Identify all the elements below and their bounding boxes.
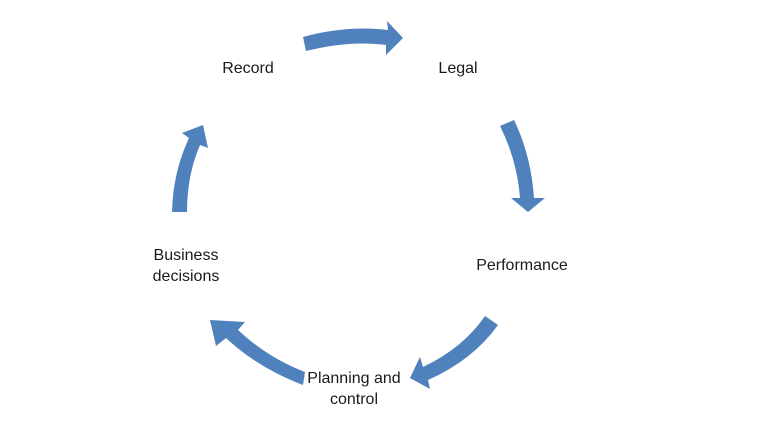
node-legal-line-1: Legal bbox=[438, 60, 478, 77]
arrow-planning-to-business bbox=[210, 320, 305, 385]
node-planning-line-1: Planning and bbox=[307, 370, 401, 387]
node-record: Record bbox=[200, 58, 296, 79]
node-business-line-1: Business bbox=[153, 247, 219, 264]
node-business-decisions: Business decisions bbox=[132, 245, 240, 287]
arrow-performance-to-planning bbox=[410, 316, 498, 389]
arrow-business-to-record bbox=[172, 125, 208, 212]
node-planning-line-2: control bbox=[329, 391, 379, 408]
arrow-legal-to-performance bbox=[500, 120, 545, 212]
node-record-line-1: Record bbox=[222, 60, 274, 77]
node-business-line-2: decisions bbox=[152, 268, 220, 285]
arrow-record-to-legal bbox=[303, 21, 403, 55]
node-legal: Legal bbox=[418, 58, 498, 79]
node-performance-line-1: Performance bbox=[476, 257, 568, 274]
node-planning-and-control: Planning and control bbox=[292, 368, 416, 410]
node-performance: Performance bbox=[462, 255, 582, 276]
